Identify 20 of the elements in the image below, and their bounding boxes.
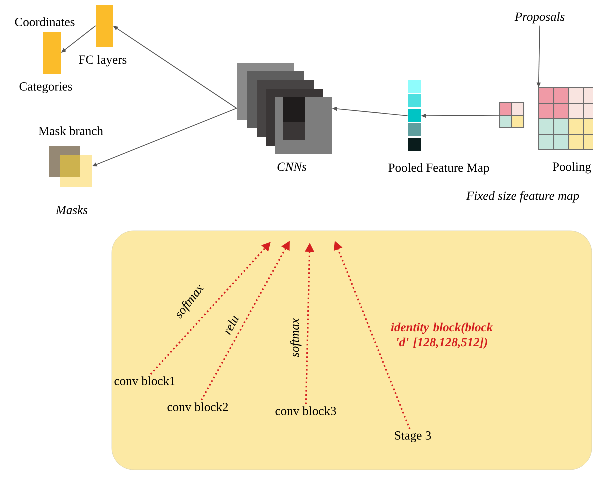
fc-layer-bar [96, 5, 113, 47]
block-label: Stage 3 [395, 432, 432, 442]
fc-layer-bar [43, 32, 61, 74]
part-label: FC layers [79, 55, 127, 67]
node-label: Fixed size feature map [466, 191, 580, 203]
node-label: CNNs [278, 162, 307, 172]
block-label: conv block1 [114, 376, 175, 386]
node-label: Pooling [552, 162, 592, 174]
edge-label: softmax [289, 318, 303, 358]
pooled-grid-drawing [500, 102, 524, 128]
node-label: Masks [56, 206, 88, 214]
node-label: Mask branch [38, 126, 104, 136]
edge-label: relu [221, 312, 241, 338]
note-text: identity block(block 'd' [128,128,512]) [391, 322, 493, 350]
panel-background [112, 230, 592, 470]
node-label: Pooled Feature Map [388, 163, 490, 175]
block-label: conv block2 [168, 402, 228, 412]
part-label: Coordinates [15, 18, 75, 26]
block-label: conv block3 [276, 406, 336, 416]
proposals-label: Proposals [514, 12, 565, 24]
